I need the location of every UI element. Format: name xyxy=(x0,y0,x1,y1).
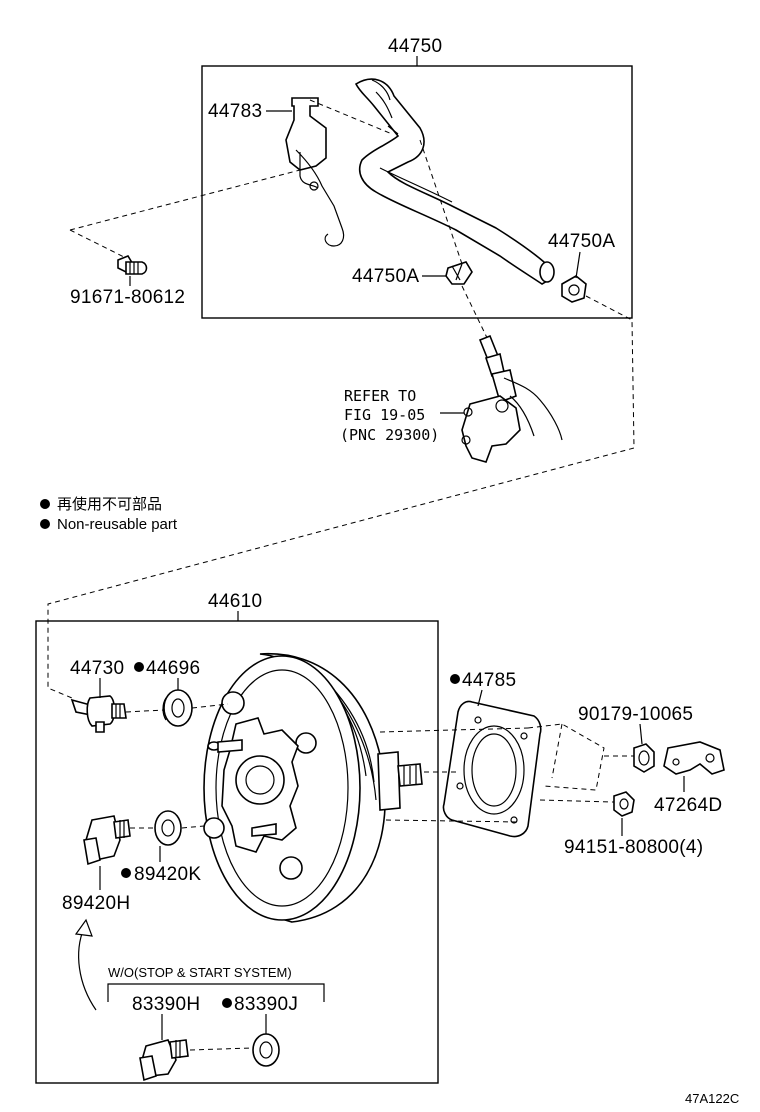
pressure-sensor-89420H[interactable] xyxy=(83,815,131,866)
dashed-line-bolt xyxy=(69,229,127,259)
reference-line3: (PNC 29300) xyxy=(340,426,439,444)
leader-44785 xyxy=(477,689,483,707)
leader-90179 xyxy=(639,723,643,745)
bolt-91671-80612[interactable] xyxy=(117,255,148,275)
reference-line1: REFER TO xyxy=(344,387,416,405)
group-label-44750: 44750 xyxy=(388,36,442,57)
dashed-line-sensor-to-grommet-83390 xyxy=(189,1047,253,1051)
booster-assembly-frame xyxy=(35,620,439,1084)
legend-bullet-jp xyxy=(40,499,50,509)
part-label-44783: 44783 xyxy=(208,101,262,122)
part-label-47264D: 47264D xyxy=(654,795,722,816)
dashed-line-grommet-to-booster xyxy=(191,703,229,709)
bracket-44783[interactable] xyxy=(285,97,345,247)
part-label-94151-80800: 94151-80800(4) xyxy=(564,837,703,858)
pressure-sensor-83390H[interactable] xyxy=(139,1039,189,1082)
part-label-91671-80612: 91671-80612 xyxy=(70,287,185,308)
dashed-line-stud-upper xyxy=(379,727,529,733)
gasket-44785[interactable] xyxy=(442,700,542,838)
dashed-line-valve-to-grommet xyxy=(125,709,165,713)
nut-94151-80800[interactable] xyxy=(613,791,635,817)
dashed-line-bolt-to-bracket xyxy=(69,169,301,231)
brake-booster-44610[interactable] xyxy=(203,652,423,923)
hose-assembly-frame xyxy=(201,65,633,319)
non-reusable-bullet-44785 xyxy=(450,674,460,684)
part-label-89420K: 89420K xyxy=(134,864,201,885)
grommet-89420K[interactable] xyxy=(154,810,182,846)
part-label-89420H: 89420H xyxy=(62,893,130,914)
vacuum-hose-44750[interactable] xyxy=(354,78,555,285)
dashed-line-stud-lower xyxy=(385,819,521,823)
dashed-line-hose-to-clip xyxy=(419,139,463,265)
legend-text-en: Non-reusable part xyxy=(57,516,178,533)
dashed-projection-inner xyxy=(551,723,563,779)
diagram-code: 47A122C xyxy=(685,1091,739,1106)
part-label-44750A-left: 44750A xyxy=(352,266,419,287)
alternative-arrow xyxy=(78,927,97,1011)
part-label-90179-10065: 90179-10065 xyxy=(578,704,693,725)
non-reusable-bullet-89420K xyxy=(121,868,131,878)
grommet-83390J[interactable] xyxy=(252,1033,280,1067)
dashed-projection-box xyxy=(527,723,605,791)
leader-44750A-right xyxy=(575,251,581,279)
variant-bracket xyxy=(107,983,325,1002)
non-reusable-bullet-83390J xyxy=(222,998,232,1008)
group-label-44610: 44610 xyxy=(208,591,262,612)
variant-note: W/O(STOP & START SYSTEM) xyxy=(108,965,292,980)
non-reusable-bullet-44696 xyxy=(134,662,144,672)
legend-text-jp: 再使用不可部品 xyxy=(57,496,162,513)
reference-pipe-component xyxy=(461,334,563,463)
alternative-arrow-head xyxy=(74,918,93,937)
clip-44750A-left[interactable] xyxy=(445,261,473,285)
dashed-line-grommet-to-booster-lower xyxy=(181,825,205,829)
clip-44750A-right[interactable] xyxy=(561,275,587,303)
dashed-line-clip-to-pipe xyxy=(461,285,491,345)
clevis-47264D[interactable] xyxy=(663,741,725,775)
part-label-44730: 44730 xyxy=(70,658,124,679)
dashed-line-to-nut xyxy=(539,799,615,803)
dashed-line-hose-to-check-valve xyxy=(47,295,635,699)
grommet-44696[interactable] xyxy=(162,689,193,727)
part-label-83390J: 83390J xyxy=(234,994,298,1015)
part-label-44785: 44785 xyxy=(462,670,516,691)
legend-bullet-en xyxy=(40,519,50,529)
check-valve-44730[interactable] xyxy=(70,695,127,733)
nut-90179-10065[interactable] xyxy=(633,743,655,773)
reference-line2: FIG 19-05 xyxy=(344,406,425,424)
part-label-44696: 44696 xyxy=(146,658,200,679)
part-label-83390H: 83390H xyxy=(132,994,200,1015)
part-label-44750A-right: 44750A xyxy=(548,231,615,252)
dashed-line-bracket-to-hose xyxy=(309,99,393,135)
